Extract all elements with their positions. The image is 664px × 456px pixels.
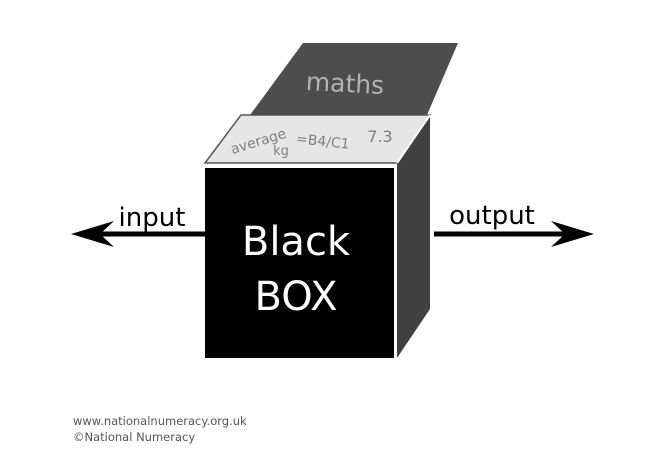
box-label-line2: BOX [254, 274, 337, 320]
formula-expression: =B4/C1 [295, 131, 350, 153]
box-side-face [397, 115, 430, 358]
lid-label: maths [305, 67, 385, 100]
box-label-line1: Black [242, 219, 351, 265]
box-edge [396, 114, 431, 164]
input-arrow-head [71, 221, 114, 247]
output-label: output [449, 201, 535, 231]
box-front-face [205, 168, 394, 358]
input-label: input [119, 203, 186, 233]
output-arrow-head [551, 221, 594, 247]
formula-kg: kg [273, 144, 289, 159]
footer-website: www.nationalnumeracy.org.uk [73, 414, 247, 428]
output-arrow [434, 221, 594, 247]
footer-copyright: ©National Numeracy [73, 430, 196, 444]
formula-result: 7.3 [367, 127, 392, 146]
box-lid [250, 43, 458, 115]
input-arrow [71, 221, 205, 247]
